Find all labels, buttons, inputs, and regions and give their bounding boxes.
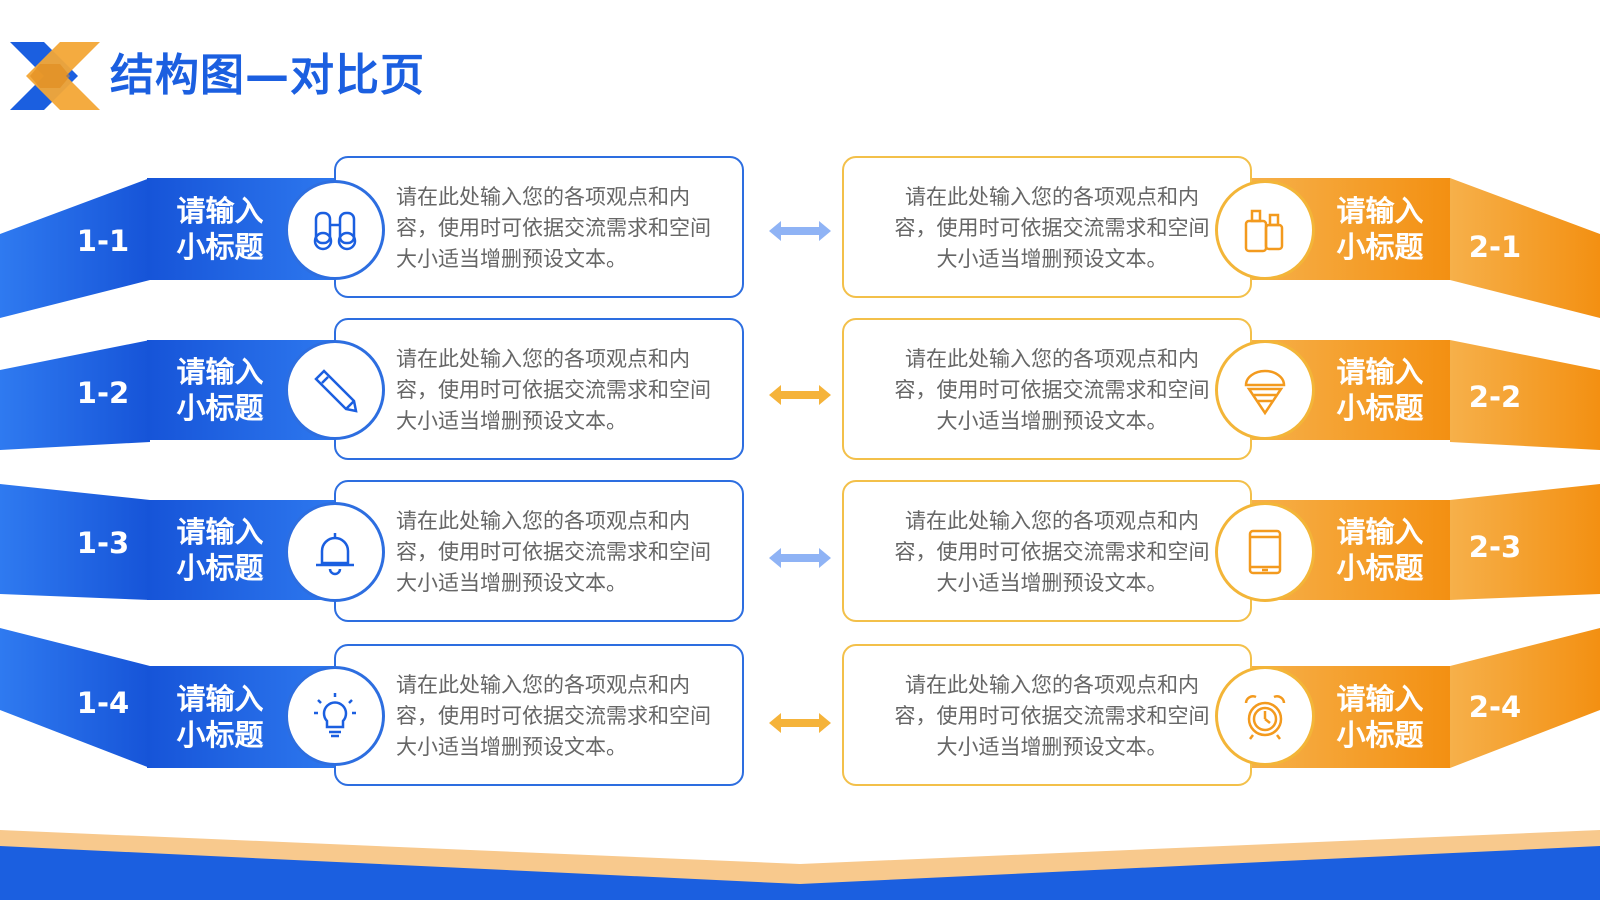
bell-icon [316,533,354,576]
ribbon-left-2 [0,340,150,450]
card-text: 请在此处输入您的各项观点和内容，使用时可依据交流需求和空间大小适当增删预设文本。 [894,673,1210,759]
card-text: 请在此处输入您的各项观点和内容，使用时可依据交流需求和空间大小适当增删预设文本。 [894,185,1210,271]
page-title: 结构图—对比页 [110,50,425,101]
ribbon-right-4 [1450,628,1600,768]
double-arrow-icon [769,385,831,405]
subtitle-line1: 请输入 [1336,682,1424,716]
content-card[interactable]: 请在此处输入您的各项观点和内容，使用时可依据交流需求和空间大小适当增删预设文本。 [334,644,744,786]
icon-badge [1215,180,1315,280]
subtitle-label: 请输入小标题 [1330,500,1430,600]
item-number: 2-2 [1468,380,1522,414]
content-card[interactable]: 请在此处输入您的各项观点和内容，使用时可依据交流需求和空间大小适当增删预设文本。 [842,480,1252,622]
subtitle-line2: 小标题 [176,391,264,425]
subtitle-label: 请输入小标题 [1330,178,1430,280]
lightbulb-icon [314,693,356,738]
item-number: 1-4 [76,686,130,720]
pencil-icon [314,369,358,413]
binoculars-icon [313,211,357,251]
ribbon-right-1 [1450,178,1600,318]
subtitle-label: 请输入小标题 [170,666,270,768]
ice-cream-icon [1244,369,1286,416]
ribbon-left-1 [0,178,150,318]
logo-icon [10,42,100,110]
ribbon-left-4 [0,628,150,768]
icon-badge [285,502,385,602]
icon-badge [1215,502,1315,602]
subtitle-line1: 请输入 [176,682,264,716]
subtitle-line2: 小标题 [176,718,264,752]
subtitle-label: 请输入小标题 [1330,340,1430,440]
double-arrow-icon [769,713,831,733]
icon-badge [1215,666,1315,766]
content-card[interactable]: 请在此处输入您的各项观点和内容，使用时可依据交流需求和空间大小适当增删预设文本。 [334,156,744,298]
subtitle-line2: 小标题 [176,551,264,585]
icon-badge [285,340,385,440]
item-number: 2-4 [1468,690,1522,724]
bottom-wave-decoration [0,830,1600,900]
item-number: 2-1 [1468,230,1522,264]
content-card[interactable]: 请在此处输入您的各项观点和内容，使用时可依据交流需求和空间大小适当增删预设文本。 [842,644,1252,786]
item-number: 1-2 [76,376,130,410]
subtitle-label: 请输入小标题 [1330,666,1430,768]
card-text: 请在此处输入您的各项观点和内容，使用时可依据交流需求和空间大小适当增删预设文本。 [396,509,711,595]
double-arrow-icon [769,548,831,568]
ribbon-right-3 [1450,484,1600,600]
subtitle-line2: 小标题 [1336,718,1424,752]
ribbon-left-3 [0,484,150,600]
card-text: 请在此处输入您的各项观点和内容，使用时可依据交流需求和空间大小适当增删预设文本。 [396,185,711,271]
subtitle-line2: 小标题 [1336,551,1424,585]
content-card[interactable]: 请在此处输入您的各项观点和内容，使用时可依据交流需求和空间大小适当增删预设文本。 [334,318,744,460]
subtitle-line2: 小标题 [1336,391,1424,425]
double-arrow-icon [769,221,831,241]
subtitle-line1: 请输入 [1336,355,1424,389]
item-number: 2-3 [1468,530,1522,564]
card-text: 请在此处输入您的各项观点和内容，使用时可依据交流需求和空间大小适当增删预设文本。 [894,509,1210,595]
card-text: 请在此处输入您的各项观点和内容，使用时可依据交流需求和空间大小适当增删预设文本。 [894,347,1210,433]
subtitle-label: 请输入小标题 [170,178,270,280]
subtitle-line2: 小标题 [1336,230,1424,264]
subtitle-line1: 请输入 [176,515,264,549]
icon-badge [285,180,385,280]
subtitle-label: 请输入小标题 [170,500,270,600]
subtitle-line1: 请输入 [1336,515,1424,549]
content-card[interactable]: 请在此处输入您的各项观点和内容，使用时可依据交流需求和空间大小适当增删预设文本。 [334,480,744,622]
content-card[interactable]: 请在此处输入您的各项观点和内容，使用时可依据交流需求和空间大小适当增删预设文本。 [842,156,1252,298]
icon-badge [285,666,385,766]
card-text: 请在此处输入您的各项观点和内容，使用时可依据交流需求和空间大小适当增删预设文本。 [396,347,711,433]
item-number: 1-1 [76,224,130,258]
content-card[interactable]: 请在此处输入您的各项观点和内容，使用时可依据交流需求和空间大小适当增删预设文本。 [842,318,1252,460]
subtitle-line2: 小标题 [176,230,264,264]
subtitle-line1: 请输入 [1336,194,1424,228]
bottles-icon [1244,209,1284,253]
tablet-icon [1248,529,1282,575]
subtitle-line1: 请输入 [176,194,264,228]
item-number: 1-3 [76,526,130,560]
ribbon-right-2 [1450,340,1600,450]
subtitle-label: 请输入小标题 [170,340,270,440]
alarm-clock-icon [1244,695,1286,740]
subtitle-line1: 请输入 [176,355,264,389]
card-text: 请在此处输入您的各项观点和内容，使用时可依据交流需求和空间大小适当增删预设文本。 [396,673,711,759]
icon-badge [1215,340,1315,440]
